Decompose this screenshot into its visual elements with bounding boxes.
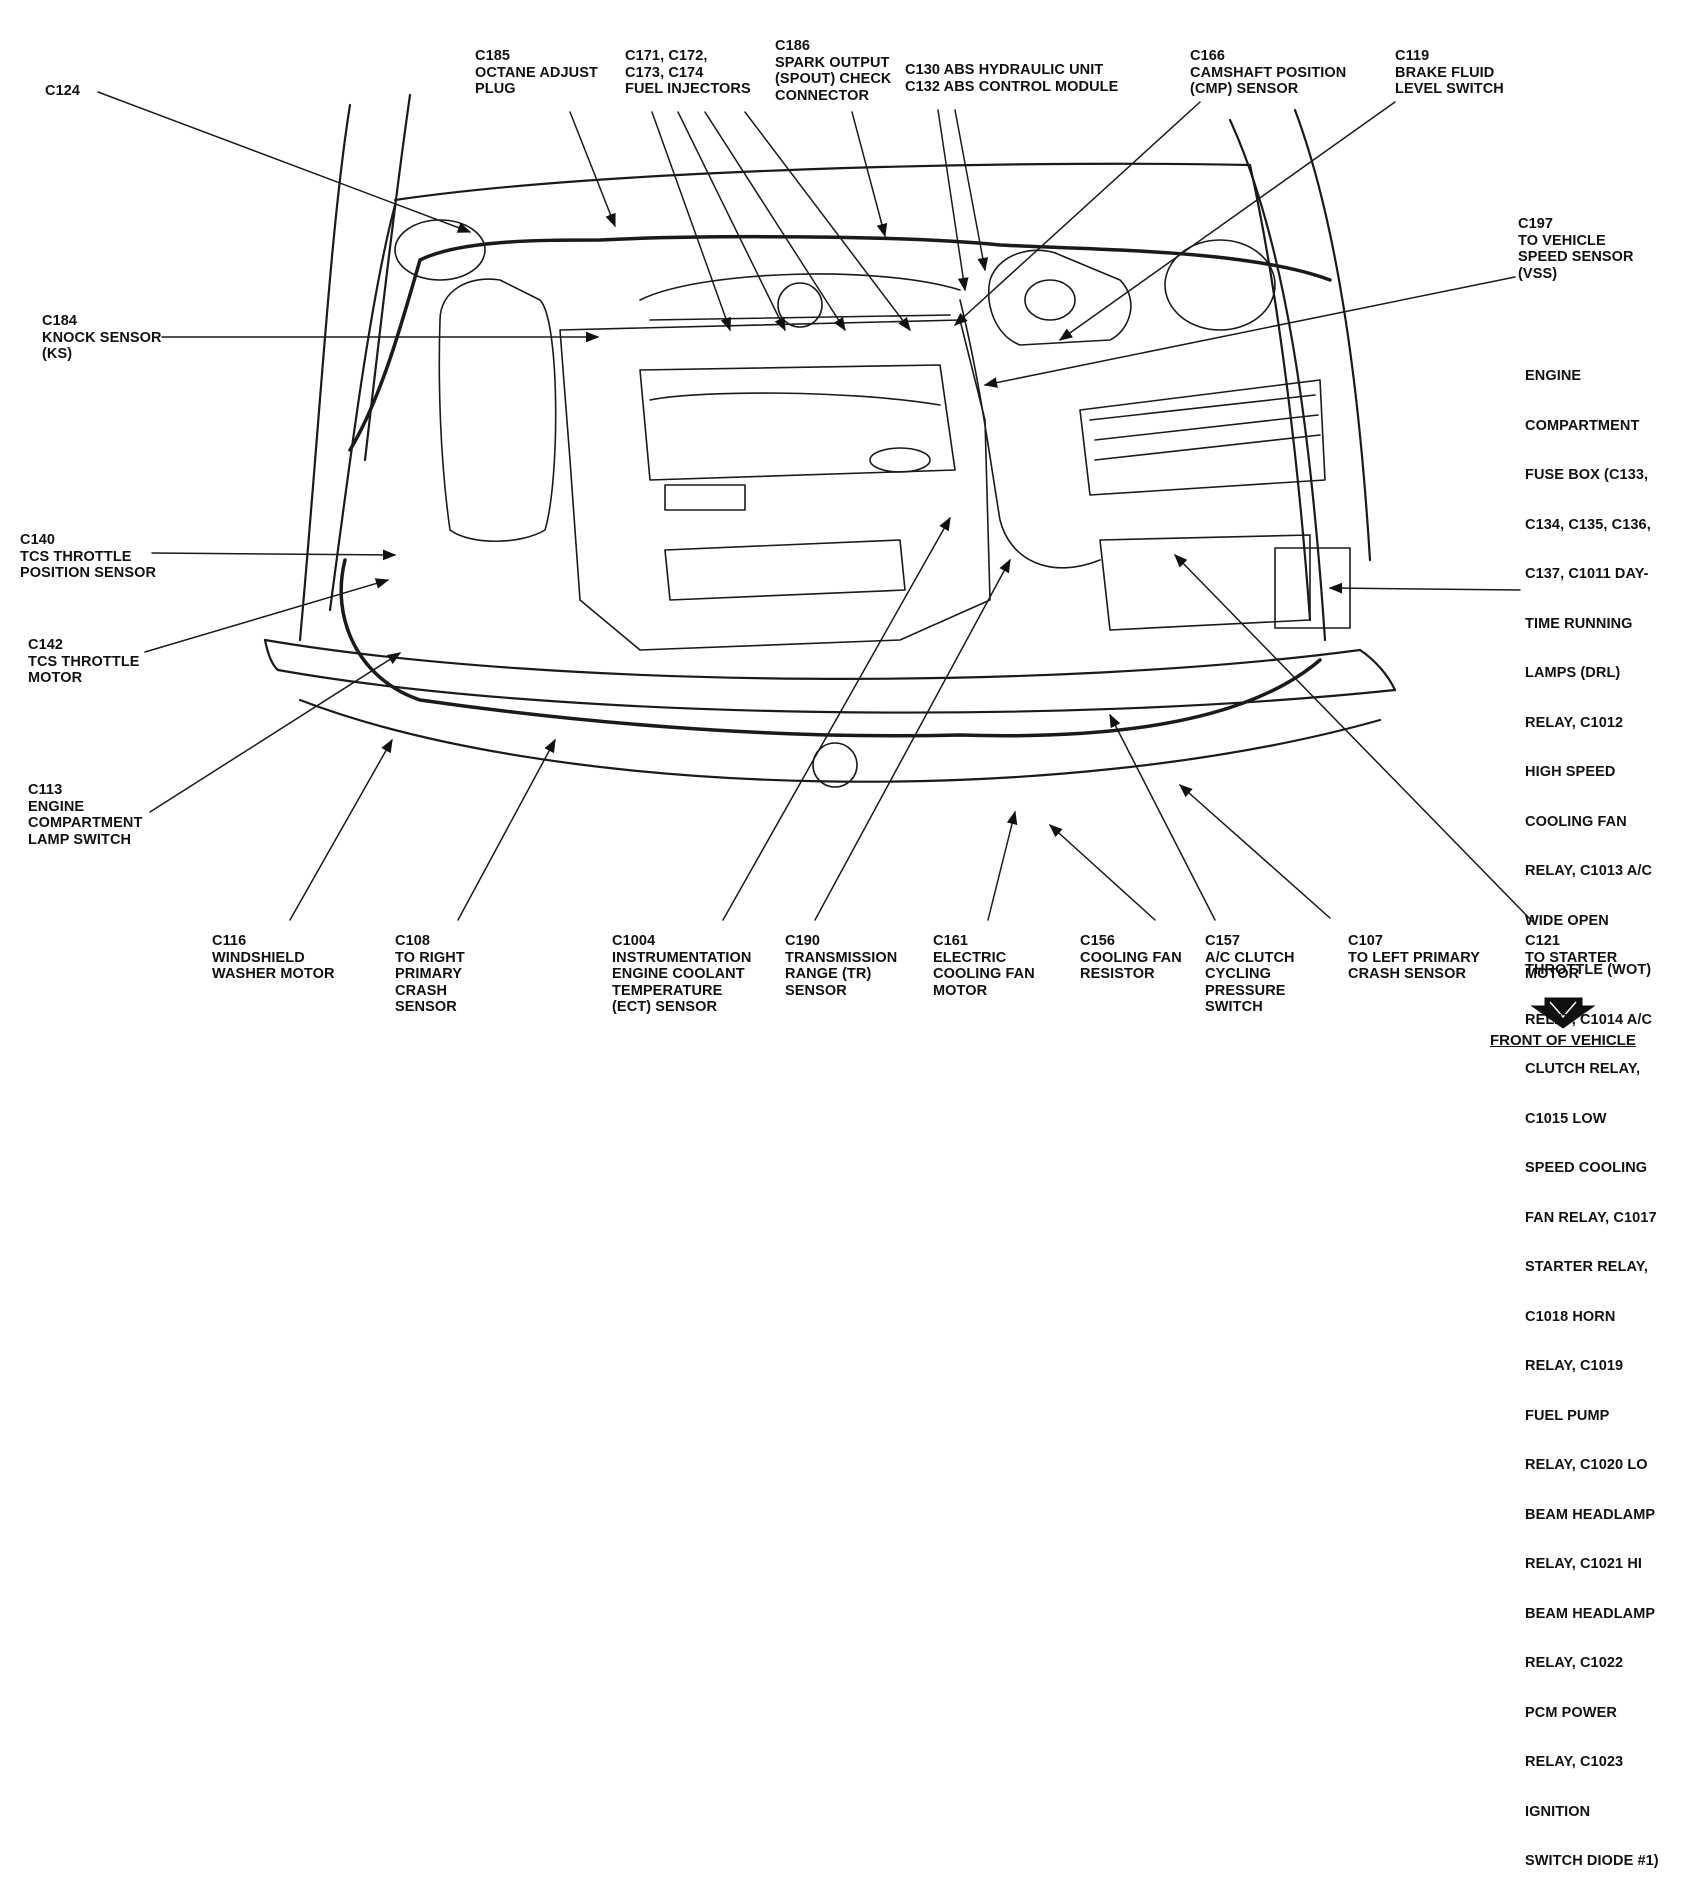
engine-components (339, 219, 1351, 788)
label-fuse-box: ENGINE COMPARTMENT FUSE BOX (C133, C134,… (1525, 368, 1659, 1869)
front-arrow-icon (1530, 997, 1596, 1029)
engine-compartment-diagram (97, 91, 1596, 1029)
vehicle-outline (263, 93, 1397, 783)
leader-lines (97, 91, 1534, 923)
label-c124: C124 (45, 83, 81, 99)
front-of-vehicle-label: FRONT OF VEHICLE (1490, 1032, 1636, 1049)
